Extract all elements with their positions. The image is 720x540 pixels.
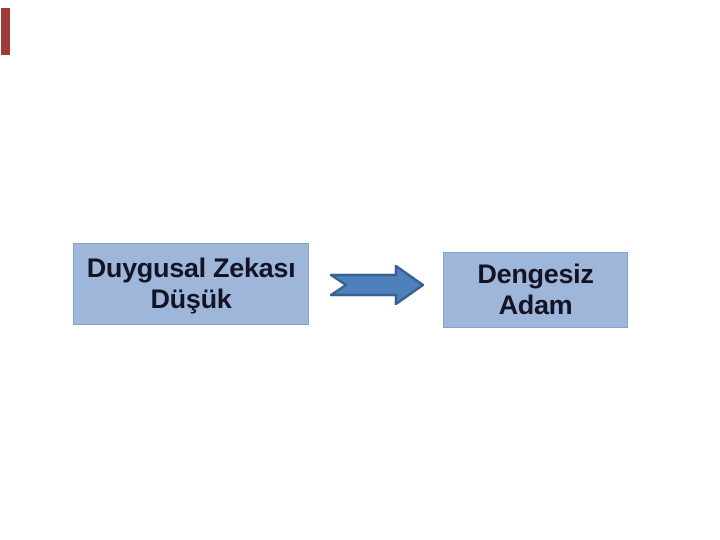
cause-box: Duygusal Zekası Düşük — [73, 243, 309, 325]
effect-box-line-1: Dengesiz — [477, 259, 594, 289]
flow-arrow-icon — [330, 265, 424, 305]
effect-box-line-2: Adam — [498, 290, 573, 320]
cause-box-line-1: Duygusal Zekası — [86, 253, 296, 283]
cause-box-line-2: Düşük — [150, 284, 232, 314]
effect-box: Dengesiz Adam — [443, 252, 628, 328]
red-accent-bar — [1, 8, 10, 55]
notched-right-arrow-shape — [330, 265, 424, 305]
